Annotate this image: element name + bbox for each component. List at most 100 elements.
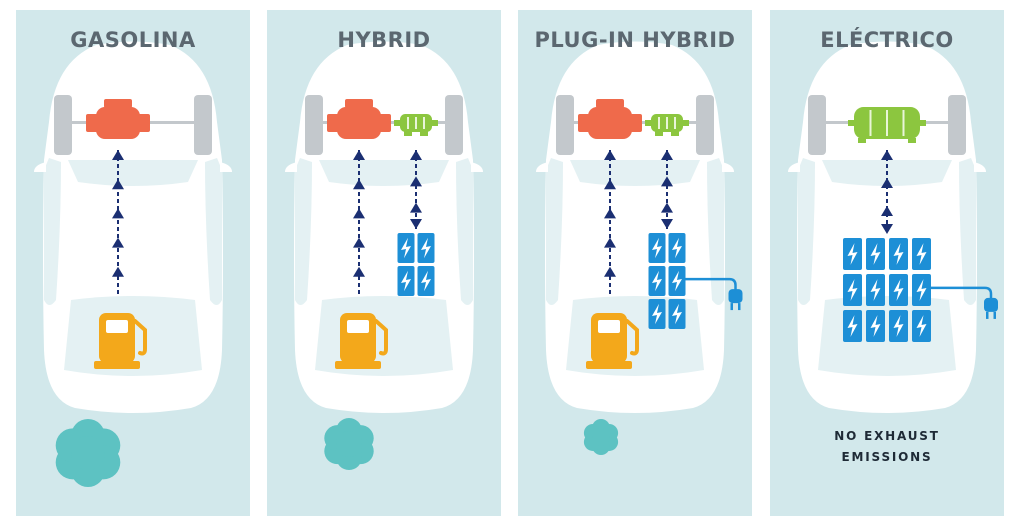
panel-plugin-hybrid-graphic (536, 41, 743, 455)
right-wheel (948, 95, 966, 155)
electric-motor-icon (848, 107, 926, 143)
engine-left-side (578, 114, 590, 132)
exhaust-puff (592, 428, 610, 446)
car-left-mirror (536, 162, 548, 172)
left-wheel (305, 95, 323, 155)
motor-fin (423, 117, 425, 129)
arrow-head-up (661, 150, 673, 160)
exhaust-cloud-icon (324, 418, 374, 470)
charging-plug-icon (685, 277, 743, 311)
car-left-mirror (34, 162, 46, 172)
arrow-head-up (604, 237, 616, 248)
pump-hose (374, 319, 388, 356)
arrow-head-up (112, 266, 124, 277)
car-left-window (295, 158, 312, 305)
motor-left-shaft (645, 120, 651, 126)
motor-fin (658, 117, 660, 129)
lightning-bolt-icon (870, 315, 881, 337)
arrow-head-up (353, 179, 365, 190)
lightning-bolt-icon (672, 237, 682, 259)
energy-flow-arrows (881, 150, 893, 234)
motor-right-shaft (683, 120, 689, 126)
car-right-mirror (220, 162, 232, 172)
electric-motor-icon (645, 114, 689, 136)
car-right-window (707, 158, 724, 305)
car-right-mirror (471, 162, 483, 172)
motor-right-shaft (920, 120, 926, 126)
engine-top (345, 99, 373, 108)
lightning-bolt-icon (893, 243, 904, 265)
car-silhouette (34, 41, 232, 413)
lightning-bolt-icon (401, 270, 411, 292)
lightning-bolt-icon (893, 279, 904, 301)
motor-right-shaft (432, 120, 438, 126)
panel-title-electric: ELÉCTRICO (820, 28, 954, 52)
motor-fin (415, 117, 417, 129)
pump-display (598, 320, 620, 333)
motor-fin (902, 110, 905, 136)
combustion-engine-icon (327, 99, 391, 139)
lightning-bolt-icon (916, 279, 927, 301)
pump-display (106, 320, 128, 333)
fuel-pump-icon (586, 313, 639, 369)
car-rear-window (818, 296, 956, 376)
left-wheel (808, 95, 826, 155)
lightning-bolt-icon (401, 237, 411, 259)
plug-prong (738, 303, 741, 311)
lightning-bolt-icon (870, 279, 881, 301)
lightning-bolt-icon (893, 315, 904, 337)
pump-display (347, 320, 369, 333)
plug-head (728, 289, 743, 304)
lightning-bolt-icon (652, 270, 662, 292)
motor-left-foot (655, 131, 663, 136)
panel-electric: ELÉCTRICO NO EXHAUST EMISSIONS (770, 10, 1004, 516)
engine-block (96, 107, 140, 139)
panel-hybrid-graphic (285, 41, 483, 470)
lightning-bolt-icon (847, 243, 858, 265)
fuel-pump-icon (94, 313, 147, 369)
engine-right-side (379, 114, 391, 132)
energy-flow-arrows (604, 150, 616, 296)
pump-base (94, 361, 140, 369)
motor-left-shaft (848, 120, 854, 126)
left-wheel (54, 95, 72, 155)
arrow-head-up (881, 150, 893, 160)
combustion-engine-icon (578, 99, 642, 139)
exhaust-cloud-icon (55, 419, 121, 487)
no-exhaust-note-line-1: NO EXHAUST (834, 429, 940, 443)
engine-left-side (86, 114, 98, 132)
motor-fin (674, 117, 676, 129)
car-left-window (798, 158, 815, 305)
engine-block (337, 107, 381, 139)
car-right-window (456, 158, 473, 305)
car-right-window (205, 158, 222, 305)
energy-flow-arrows (353, 150, 365, 296)
no-exhaust-note-line-2: EMISSIONS (841, 450, 933, 464)
engine-top (596, 99, 624, 108)
fuel-pump-icon (335, 313, 388, 369)
motor-left-shaft (394, 120, 400, 126)
exhaust-cloud-icon (583, 419, 619, 455)
arrow-head-up (410, 150, 422, 160)
engine-right-side (630, 114, 642, 132)
lightning-bolt-icon (847, 279, 858, 301)
motor-right-foot (908, 138, 916, 143)
engine-right-side (138, 114, 150, 132)
lightning-bolt-icon (652, 237, 662, 259)
lightning-bolt-icon (916, 315, 927, 337)
electric-motor-icon (394, 114, 438, 136)
car-left-window (546, 158, 563, 305)
lightning-bolt-icon (847, 315, 858, 337)
arrow-head-up (604, 208, 616, 219)
arrow-head-up (112, 208, 124, 219)
motor-left-foot (404, 131, 412, 136)
motor-left-foot (858, 138, 866, 143)
motor-fin (886, 110, 888, 136)
car-windshield (68, 160, 198, 186)
arrow-head-up (112, 179, 124, 190)
panel-gasoline-graphic (34, 41, 232, 487)
lightning-bolt-icon (652, 303, 662, 325)
car-left-mirror (285, 162, 297, 172)
car-left-window (44, 158, 61, 305)
plug-prong (993, 311, 996, 319)
